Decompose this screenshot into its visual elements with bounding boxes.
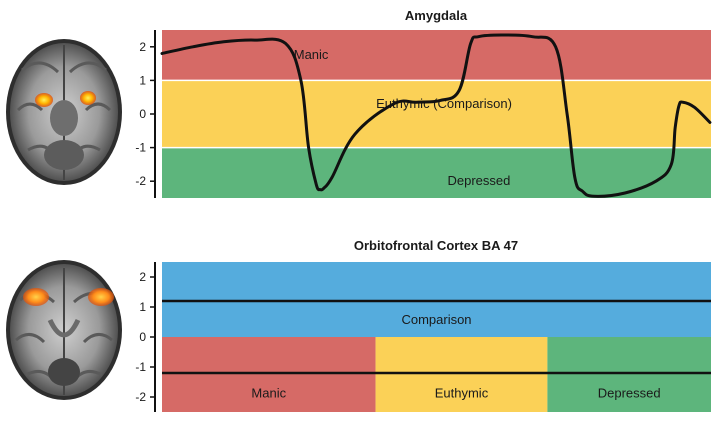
brain-scan-axial-amygdala bbox=[6, 39, 122, 185]
chart-orbitofrontal: Orbitofrontal Cortex BA 47 ComparisonMan… bbox=[135, 238, 711, 412]
activation-blob-right bbox=[80, 91, 96, 105]
y-tick-label: 2 bbox=[139, 40, 146, 54]
bar-label: Euthymic bbox=[435, 386, 489, 401]
y-tick-label: -2 bbox=[135, 390, 146, 404]
activation-blob-left bbox=[35, 93, 53, 107]
y-tick-label: -2 bbox=[135, 174, 146, 188]
band-euthymic bbox=[162, 80, 711, 148]
band-manic bbox=[162, 30, 711, 81]
bar-euthymic bbox=[375, 337, 548, 412]
band-depressed bbox=[162, 147, 711, 198]
y-tick-label: 0 bbox=[139, 330, 146, 344]
chart-title: Amygdala bbox=[405, 8, 468, 23]
band-label: Depressed bbox=[447, 173, 510, 188]
y-tick-label: 1 bbox=[139, 300, 146, 314]
band-label: Euthymic (Comparison) bbox=[376, 96, 512, 111]
y-tick-label: 2 bbox=[139, 270, 146, 284]
bar-label: Manic bbox=[251, 386, 286, 401]
bar-manic bbox=[162, 337, 376, 412]
series-line bbox=[160, 33, 712, 198]
activation-blob-right bbox=[88, 288, 114, 306]
y-tick-label: -1 bbox=[135, 141, 146, 155]
y-tick-label: 0 bbox=[139, 107, 146, 121]
y-tick-label: 1 bbox=[139, 73, 146, 87]
band-label: Manic bbox=[294, 47, 329, 62]
comparison-band bbox=[162, 262, 711, 337]
chart-title: Orbitofrontal Cortex BA 47 bbox=[354, 238, 518, 253]
comparison-label: Comparison bbox=[401, 312, 471, 327]
bar-depressed bbox=[547, 337, 711, 412]
bar-label: Depressed bbox=[598, 386, 661, 401]
activation-blob-left bbox=[23, 288, 49, 306]
y-tick-label: -1 bbox=[135, 360, 146, 374]
brain-scan-axial-orbitofrontal bbox=[6, 260, 122, 400]
